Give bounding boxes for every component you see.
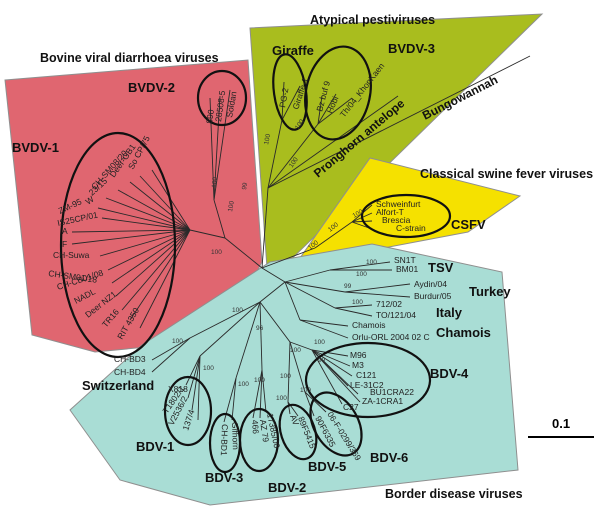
leaf-label: AV: [288, 413, 301, 427]
group-label-italy: Italy: [436, 305, 463, 320]
bootstrap-value: 99: [318, 357, 326, 364]
leaf-label: Aydin/04: [414, 279, 447, 289]
group-label-giraffe: Giraffe: [272, 43, 314, 58]
bootstrap-value: 100: [366, 259, 377, 266]
leaf-label: Brescia: [382, 215, 411, 225]
group-label-bvdv1: BVDV-1: [12, 140, 59, 155]
group-label-bdv4: BDV-4: [430, 366, 469, 381]
bovine-viruses-header: Bovine viral diarrhoea viruses: [40, 51, 219, 65]
bootstrap-value: 100: [290, 347, 301, 354]
group-label-tsv: TSV: [428, 260, 454, 275]
leaf-label: LE-31C2: [350, 380, 384, 390]
bootstrap-value: 96: [256, 325, 264, 332]
leaf-label: 890: [204, 109, 216, 125]
leaf-label: BU1CRA22: [370, 387, 414, 397]
bootstrap-value: 100: [352, 299, 363, 306]
group-label-turkey: Turkey: [469, 284, 511, 299]
group-label-bdv2: BDV-2: [268, 480, 306, 495]
group-label-bdv1: BDV-1: [136, 439, 174, 454]
leaf-label: PG-2: [277, 87, 290, 109]
leaf-label: A: [62, 226, 68, 236]
leaf-label: 28508-5: [213, 90, 227, 123]
leaf-label: SN1T: [394, 255, 416, 265]
bootstrap-value: 100: [211, 249, 222, 256]
group-label-bdv6: BDV-6: [370, 450, 408, 465]
leaf-label: Alfort-T: [376, 207, 404, 217]
leaf-label: Orlu-ORL 2004 02 C: [352, 332, 430, 342]
bdv4-ellipse: [304, 341, 432, 419]
atypical-pestiviruses-header: Atypical pestiviruses: [310, 13, 435, 27]
bootstrap-value: 100: [232, 307, 243, 314]
csfv-ellipse: [360, 193, 452, 239]
bootstrap-value: 100: [356, 271, 367, 278]
border-disease-header: Border disease viruses: [385, 487, 523, 501]
leaf-label: Burdur/05: [414, 291, 452, 301]
scale-bar-label: 0.1: [552, 416, 570, 431]
leaf-label: Schweinfurt: [376, 199, 421, 209]
leaf-label: 466: [250, 419, 261, 434]
leaf-label: CH-BD3: [114, 354, 146, 364]
bootstrap-value: 99: [344, 283, 352, 290]
leaf-label: F: [62, 239, 67, 249]
classical-swine-fever-header: Classical swine fever viruses: [420, 167, 593, 181]
pestivirus-region: [249, 13, 544, 284]
bootstrap-value: 100: [238, 381, 249, 388]
bvdv2-ellipse: [196, 69, 248, 127]
bootstrap-value: 100: [276, 395, 287, 402]
leaf-label: Soldan: [224, 90, 238, 118]
group-label-bvdv3: BVDV-3: [388, 41, 435, 56]
leaf-label: TO/121/04: [376, 310, 416, 320]
leaf-label: CH-BD1: [219, 424, 230, 456]
clade-ellipses: [59, 45, 452, 474]
bootstrap-value: 100: [314, 339, 325, 346]
leaf-label: M96: [350, 350, 367, 360]
leaf-label: X818: [168, 384, 188, 394]
bootstrap-value: 100: [211, 176, 219, 188]
group-label-csfv: CSFV: [451, 217, 486, 232]
leaf-label: BM01: [396, 264, 418, 274]
leaf-label: CH-BD4: [114, 367, 146, 377]
leaf-label: M3: [352, 360, 364, 370]
group-label-bdv3: BDV-3: [205, 470, 243, 485]
bootstrap-value: 100: [263, 133, 272, 145]
bdv1-ellipse: [163, 375, 213, 447]
bootstrap-value: 100: [280, 373, 291, 380]
leaf-label: C121: [356, 370, 377, 380]
leaf-label: CH-Suwa: [53, 250, 90, 260]
bootstrap-value: 100: [254, 377, 265, 384]
bootstrap-value: 100: [352, 208, 365, 220]
bootstrap-value: 100: [203, 365, 214, 372]
bootstrap-value: 99: [241, 182, 249, 191]
group-label-bvdv2: BVDV-2: [128, 80, 175, 95]
bootstrap-values: 100 100 100 99 100 100 100 100 100 100 1…: [172, 118, 377, 402]
scale-bar: 0.1: [528, 416, 594, 438]
group-label-chamois: Chamois: [436, 325, 491, 340]
leaf-label: ZA-1CRA1: [362, 396, 403, 406]
group-label-switzerland: Switzerland: [82, 378, 154, 393]
leaf-label: C-strain: [396, 223, 426, 233]
bvdv1-ellipse: [59, 131, 177, 359]
bdv3-ellipse: [208, 412, 242, 474]
bootstrap-value: 100: [172, 338, 183, 345]
leaf-label: Chamois: [352, 320, 386, 330]
bdv-region: [69, 243, 519, 506]
leaf-label: 712/02: [376, 299, 402, 309]
bdv5-ellipse: [278, 403, 318, 461]
leaf-label: AZ 79: [258, 419, 271, 443]
leaf-label: C27: [343, 402, 359, 412]
bootstrap-value: 100: [227, 200, 236, 212]
bvdv3-ellipse: [304, 45, 372, 141]
bootstrap-value: 100: [300, 387, 311, 394]
group-label-bdv5: BDV-5: [308, 459, 346, 474]
leaf-label: Gifhorn: [230, 422, 241, 450]
